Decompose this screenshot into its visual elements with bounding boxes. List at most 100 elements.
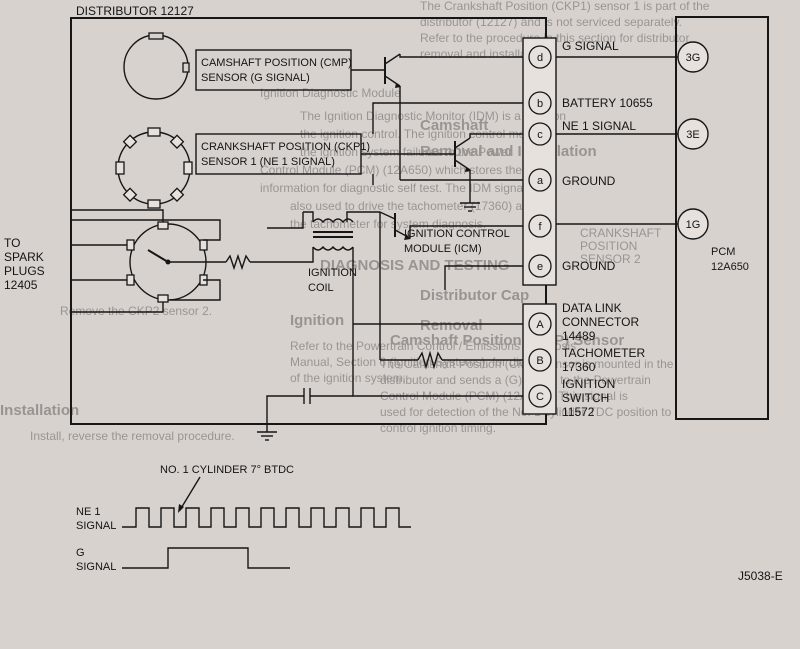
tachometer-part-number: 17360 [562, 360, 596, 374]
connector-pin-circle [528, 122, 552, 146]
tachometer-label: TACHOMETER [562, 346, 645, 360]
connector-pin-circle [528, 254, 552, 278]
icm-ground-wire [444, 265, 523, 290]
connector-pin-circle [528, 214, 552, 238]
connector-pin-letter: B [536, 355, 543, 367]
spark-plugs-label: TO [4, 236, 20, 250]
ghost-heading: DIAGNOSIS AND TESTING [320, 257, 509, 274]
pcm-pin-label: 3E [686, 129, 699, 141]
connector-pin-c: c [528, 122, 552, 146]
connector-pin-b: b [528, 91, 552, 115]
ghost-heading: Camshaft Position (CMP) Sensor [390, 332, 624, 349]
coil-primary-wire [267, 212, 304, 229]
coil-label: COIL [308, 282, 334, 294]
ghost-line: the ignition system failures to the Powe… [300, 145, 512, 159]
pcm-pin-label: 1G [686, 219, 701, 231]
timing-annotation: NO. 1 CYLINDER 7° BTDC [160, 464, 294, 476]
connector-pin-letter: A [536, 319, 544, 331]
battery-wire [372, 102, 523, 134]
ignition-coil [267, 211, 354, 324]
ghost-heading: Camshaft [420, 117, 488, 134]
ne1-signal-label: NE 1 [76, 506, 100, 518]
connector-pin-letter: e [537, 261, 543, 273]
ckp-transistor [361, 133, 523, 180]
ne1-signal-label: NE 1 SIGNAL [562, 119, 636, 133]
spark-plugs-label: PLUGS [4, 264, 45, 278]
ghost-heading: Removal and Installation [420, 143, 597, 160]
pcm-part-number: 12A650 [711, 261, 749, 273]
ignition-switch-label: SWITCH [562, 391, 609, 405]
connector-pin-letter: C [536, 391, 544, 403]
connector-pin-B: B [528, 348, 552, 372]
ghost-line: Install, reverse the removal procedure. [30, 429, 235, 443]
pcm-pin-1g: 1G [677, 208, 709, 240]
ghost-line: POSITION [580, 239, 637, 253]
ground-label: GROUND [562, 174, 616, 188]
ne1-signal-label: SIGNAL [76, 520, 116, 532]
pcm-pin-label: 3G [686, 52, 701, 64]
ghost-line: the ignition control. The ignition contr… [300, 127, 526, 141]
ckp-reluctor-wheel [115, 127, 193, 209]
connector-pin-letter: b [537, 98, 543, 110]
ckp-sensor-label: SENSOR 1 (NE 1 SIGNAL) [201, 156, 335, 168]
connector-pin-circle [528, 91, 552, 115]
ghost-line: SENSOR 2 [580, 252, 641, 266]
pcm-label: PCM [711, 246, 735, 258]
pcm-pin-3g: 3G [677, 41, 709, 73]
connector-pin-f: f [528, 214, 552, 238]
connector-pin-letter: c [537, 129, 543, 141]
distributor-cap [126, 221, 208, 303]
coil-label: IGNITION [308, 267, 357, 279]
spark-plug-leads [71, 209, 221, 313]
ghost-line: distributor and sends a (G) signal to th… [380, 373, 651, 387]
connector-pin-letter: d [537, 52, 543, 64]
ignition-switch-label: IGNITION [562, 377, 615, 391]
connector-pin-A: A [528, 312, 552, 336]
ghost-line: Remove the CKP2 sensor 2. [60, 304, 212, 318]
connector-pin-letter: f [538, 221, 542, 233]
connector-pin-circle [528, 45, 552, 69]
connector-pin-circle [528, 384, 552, 408]
ghost-line: the tachometer for system diagnosis. [290, 217, 486, 231]
ghost-line: Refer to the Powertrain Control / Emissi… [290, 339, 576, 353]
ghost-line: The Crankshaft Position (CKP1) sensor 1 … [420, 0, 710, 13]
pcm-wiring [556, 56, 678, 225]
connector-pin-C: C [528, 384, 552, 408]
harness-wiring [266, 323, 523, 432]
ghost-heading: Distributor Cap [420, 287, 529, 304]
secondary-resistor [205, 253, 267, 271]
connector-pin-circle [528, 168, 552, 192]
connector-pin-circle [528, 348, 552, 372]
dlc-label: DATA LINK [562, 301, 622, 315]
ghost-heading: Ignition [290, 312, 344, 329]
annotation-arrowhead [178, 504, 184, 513]
figure-id: J5038-E [738, 569, 783, 583]
ghost-line: information for diagnostic self test. Th… [260, 181, 526, 195]
connector-pin-d: d [528, 45, 552, 69]
ground-symbol [460, 202, 480, 212]
timing-diagram: NO. 1 CYLINDER 7° BTDC NE 1 SIGNAL G SIG… [76, 464, 411, 573]
cmp-sensor-label: SENSOR (G SIGNAL) [201, 72, 310, 84]
connector-pin-letter: a [537, 175, 544, 187]
ghost-line: of the ignition system. [290, 371, 406, 385]
battery-label: BATTERY 10655 [562, 96, 653, 110]
distributor-connector [522, 37, 557, 286]
g-signal-label: G SIGNAL [562, 39, 619, 53]
pcm-pin-3e: 3E [677, 118, 709, 150]
ghost-heading: Ignition Diagnostic Module [260, 86, 401, 100]
ignition-switch-part-number: 11572 [562, 405, 595, 419]
connector-pin-e: e [528, 254, 552, 278]
ghost-line: Manual, Section 6 (Ignition Systems), fo… [290, 355, 546, 369]
cmp-reluctor-wheel [123, 32, 190, 100]
ground-symbol [257, 431, 277, 441]
icm-label: IGNITION CONTROL [404, 228, 510, 240]
ghost-heading: Installation [0, 402, 79, 419]
icm-label: MODULE (ICM) [404, 243, 482, 255]
pcm-box [675, 16, 769, 420]
ghost-line: The Ignition Diagnostic Monitor (IDM) is… [300, 109, 566, 123]
spark-plugs-part-number: 12405 [4, 278, 38, 292]
connector-pin-circle [528, 312, 552, 336]
dlc-label: CONNECTOR [562, 315, 639, 329]
